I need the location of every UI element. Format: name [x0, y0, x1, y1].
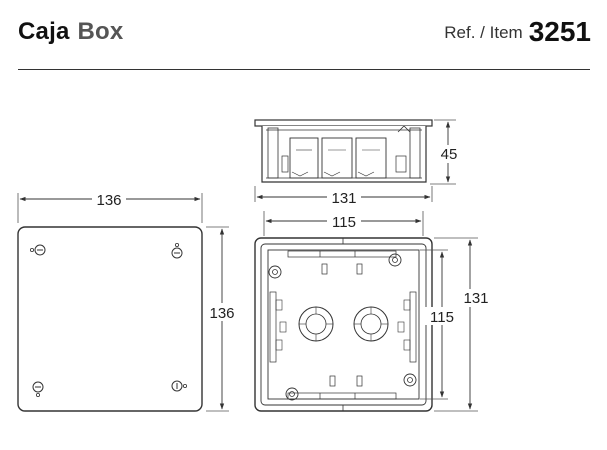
box-inner-width-label: 115: [332, 214, 356, 231]
title-english: Box: [77, 18, 124, 45]
screw-post-icon: [285, 387, 299, 401]
box-side-rim: [254, 119, 433, 127]
screw-post-icon: [403, 373, 417, 387]
box-side-body: [261, 126, 427, 183]
knockout-icon: [353, 306, 389, 342]
ref-label: Ref. / Item: [444, 23, 523, 42]
box-outer-height-label: 131: [463, 290, 488, 307]
header: Caja Box Ref. / Item 3251: [0, 0, 607, 72]
box-top-outer-rim: [254, 237, 433, 412]
header-divider: [18, 69, 590, 70]
screw-post-icon: [388, 253, 402, 267]
screw-icon: [171, 242, 183, 259]
screw-icon: [171, 380, 187, 392]
lid-width-label: 136: [96, 192, 121, 209]
ref-number: 3251: [528, 16, 591, 47]
screw-icon: [32, 381, 44, 397]
title-spanish: Caja: [18, 18, 70, 45]
box-inner-height-label: 115: [430, 309, 454, 326]
screw-post-icon: [268, 265, 282, 279]
box-side-view: 45 131 115: [254, 119, 462, 236]
knockout-icon: [298, 306, 334, 342]
lid-height-label: 136: [209, 305, 234, 322]
box-outer-width-label: 131: [331, 190, 356, 207]
box-top-view: 115 131: [254, 237, 493, 412]
screw-icon: [29, 244, 46, 256]
item-reference: Ref. / Item 3251: [444, 16, 591, 48]
product-title: Caja Box: [18, 18, 123, 46]
lid-outline: [17, 226, 203, 412]
box-depth-label: 45: [441, 146, 458, 163]
lid-view: 136 136: [17, 190, 240, 412]
